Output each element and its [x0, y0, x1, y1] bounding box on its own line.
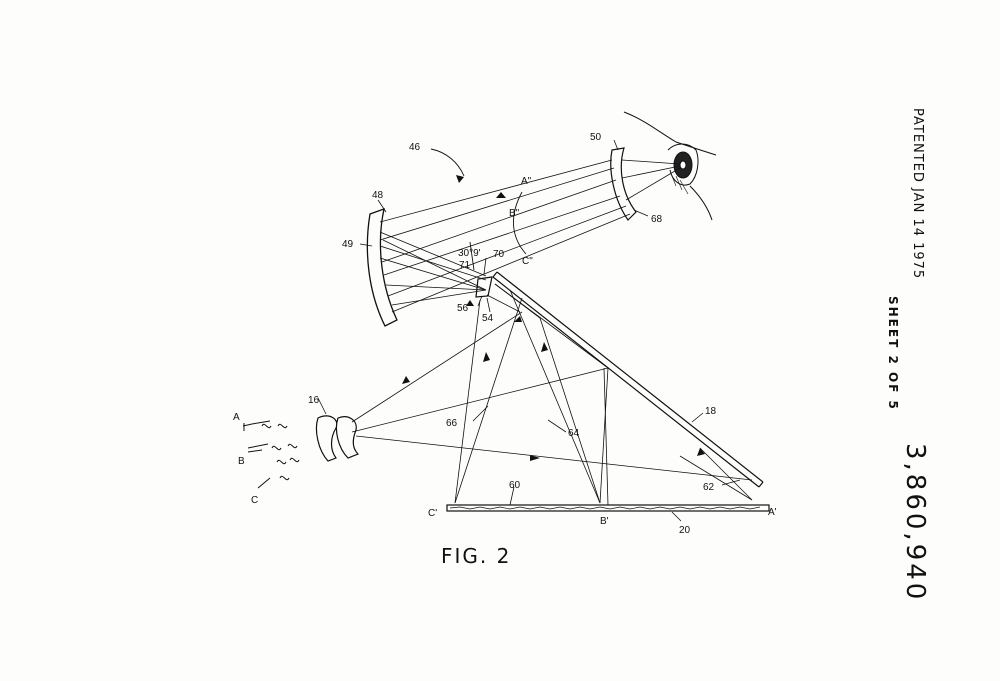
label-50: 50	[590, 132, 602, 143]
patent-number: 3,860,940	[900, 443, 930, 603]
label-46: 46	[409, 142, 421, 153]
eyepiece-lens	[610, 147, 637, 221]
small-beam-splitter	[475, 276, 493, 298]
label-62: 62	[703, 482, 715, 493]
label-71: 71	[459, 260, 471, 271]
objective-lens	[315, 415, 360, 462]
label-a-double-prime: A"	[521, 176, 532, 187]
beam-splitter-plate	[492, 271, 764, 488]
label-image-c-prime: C'	[428, 508, 437, 519]
label-20: 20	[679, 525, 691, 536]
ray-arrows	[402, 175, 705, 461]
label-16: 16	[308, 395, 320, 406]
label-64: 64	[568, 428, 580, 439]
label-66: 66	[446, 418, 458, 429]
label-object-a: A	[233, 412, 240, 423]
label-54: 54	[482, 313, 494, 324]
label-56: 56	[457, 303, 469, 314]
label-image-a-prime: A'	[768, 507, 777, 518]
label-b-double-prime: B"	[509, 208, 520, 219]
label-48: 48	[372, 190, 384, 201]
label-object-b: B	[238, 456, 245, 467]
spherical-mirror	[366, 207, 398, 327]
patented-date-stamp: PATENTED JAN 14 1975	[910, 108, 925, 280]
label-object-c: C	[251, 495, 258, 506]
leader-lines	[317, 139, 741, 522]
label-c-double-prime: C"	[522, 256, 533, 267]
display-screen	[446, 504, 770, 512]
angle-arcs	[430, 148, 527, 271]
sheet-number: SHEET 2 OF 5	[886, 296, 900, 411]
label-angle-30-9: 30°9'	[458, 248, 481, 259]
observer-eye	[623, 111, 717, 221]
label-70: 70	[493, 249, 505, 260]
label-49: 49	[342, 239, 354, 250]
figure-caption: FIG. 2	[441, 544, 511, 568]
label-image-b-prime: B'	[600, 516, 609, 527]
object-field	[242, 420, 300, 489]
label-60: 60	[509, 480, 521, 491]
label-68: 68	[651, 214, 663, 225]
optical-rays	[351, 159, 753, 506]
label-18: 18	[705, 406, 717, 417]
